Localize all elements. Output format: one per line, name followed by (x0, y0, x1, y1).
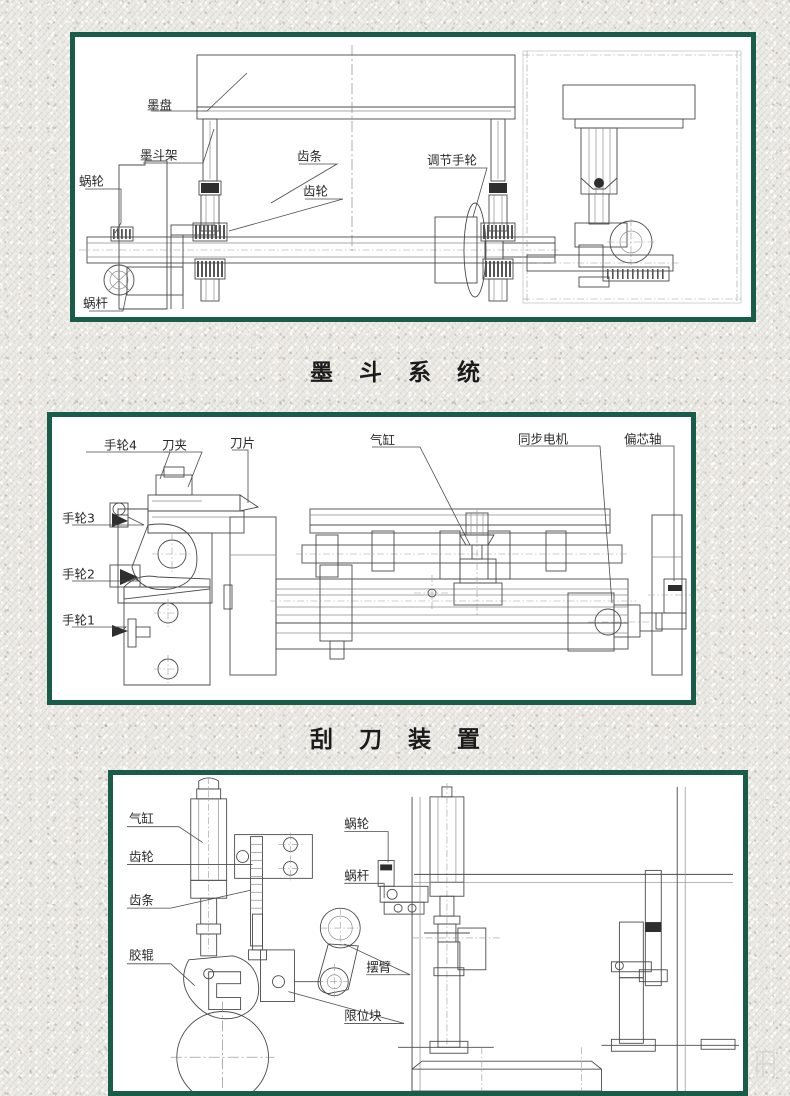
label-eccentric: 偏芯轴 (624, 432, 662, 447)
label-rack: 齿条 (297, 149, 323, 164)
label-worm-wheel: 蜗轮 (79, 174, 104, 189)
label-gear: 齿轮 (303, 184, 328, 199)
figure-3-drawing: 气缸 齿轮 齿条 胶辊 蜗轮 蜗杆 摆臂 限位块 (113, 775, 743, 1091)
figure-rubber-roller-device: 气缸 齿轮 齿条 胶辊 蜗轮 蜗杆 摆臂 限位块 (108, 770, 748, 1096)
caption-doctor-blade-device: 刮 刀 装 置 (309, 727, 490, 753)
label-worm-shaft: 蜗杆 (344, 868, 369, 883)
figure-ink-fountain-system: 墨盘 墨斗架 齿条 齿轮 蜗轮 蜗杆 调节手轮 (70, 32, 756, 322)
figure-1-drawing: 墨盘 墨斗架 齿条 齿轮 蜗轮 蜗杆 调节手轮 (75, 37, 751, 317)
label-handwheel-4: 手轮4 (104, 438, 137, 453)
label-worm-shaft: 蜗杆 (83, 296, 109, 311)
rubber-roller-drawing-svg: 气缸 齿轮 齿条 胶辊 蜗轮 蜗杆 摆臂 限位块 (126, 776, 740, 1091)
label-cylinder: 气缸 (129, 811, 154, 826)
label-handwheel-3: 手轮3 (62, 511, 95, 526)
label-handwheel-2: 手轮2 (62, 567, 95, 582)
label-limit-block: 限位块 (344, 1008, 382, 1023)
label-adjust-handwheel: 调节手轮 (427, 153, 477, 168)
doctor-blade-drawing-svg: 手轮4 刀夹 刀片 气缸 同步电机 偏芯轴 手轮3 手轮2 手轮1 (62, 432, 691, 686)
label-worm-wheel: 蜗轮 (344, 816, 369, 831)
label-cylinder: 气缸 (370, 433, 395, 448)
figure-doctor-blade-device: 手轮4 刀夹 刀片 气缸 同步电机 偏芯轴 手轮3 手轮2 手轮1 (47, 412, 696, 705)
watermark-mark (756, 1051, 775, 1078)
caption-ink-fountain-system: 墨 斗 系 统 (309, 360, 490, 386)
label-handwheel-1: 手轮1 (62, 613, 95, 628)
label-swing-arm: 摆臂 (366, 959, 391, 974)
label-rack: 齿条 (129, 893, 154, 908)
label-fountain-frame: 墨斗架 (140, 148, 178, 163)
label-rubber-roller: 胶辊 (129, 947, 154, 962)
label-ink-pan: 墨盘 (147, 98, 172, 113)
ink-fountain-drawing-svg: 墨盘 墨斗架 齿条 齿轮 蜗轮 蜗杆 调节手轮 (79, 45, 742, 312)
label-blade: 刀片 (230, 436, 255, 451)
label-gear: 齿轮 (129, 849, 154, 864)
label-sync-motor: 同步电机 (518, 432, 569, 447)
label-blade-clamp: 刀夹 (162, 438, 187, 453)
figure-2-drawing: 手轮4 刀夹 刀片 气缸 同步电机 偏芯轴 手轮3 手轮2 手轮1 (52, 417, 691, 700)
